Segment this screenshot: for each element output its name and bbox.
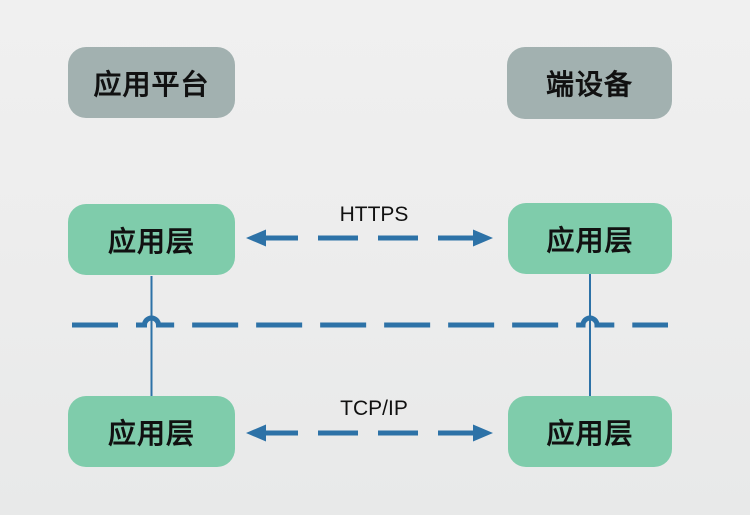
https-arrow-left-head-icon: [246, 229, 266, 247]
tcpip-arrow-left-head-icon: [246, 424, 266, 442]
https-label: HTTPS: [339, 203, 409, 226]
device-app-layer-bottom-box: 应用层: [508, 396, 672, 467]
https-arrow-right-head-icon: [473, 229, 493, 247]
https-arrow: [246, 229, 493, 247]
platform-app-layer-bottom-box: 应用层: [68, 396, 235, 467]
platform-box: 应用平台: [68, 47, 235, 118]
platform-app-layer-top-label: 应用层: [107, 225, 195, 257]
device-box-label: 端设备: [545, 69, 633, 100]
tcpip-arrow: [246, 424, 493, 442]
boundary-dashed-line: [72, 315, 668, 328]
platform-app-layer-bottom-label: 应用层: [107, 417, 195, 449]
tcpip-arrow-right-head-icon: [473, 424, 493, 442]
device-box: 端设备: [507, 47, 672, 119]
device-app-layer-top-label: 应用层: [546, 224, 634, 256]
platform-box-label: 应用平台: [93, 68, 210, 100]
tcpip-label: TCP/IP: [340, 397, 408, 420]
device-app-layer-bottom-label: 应用层: [546, 417, 634, 449]
device-app-layer-top-box: 应用层: [508, 203, 672, 274]
platform-app-layer-top-box: 应用层: [68, 204, 235, 275]
